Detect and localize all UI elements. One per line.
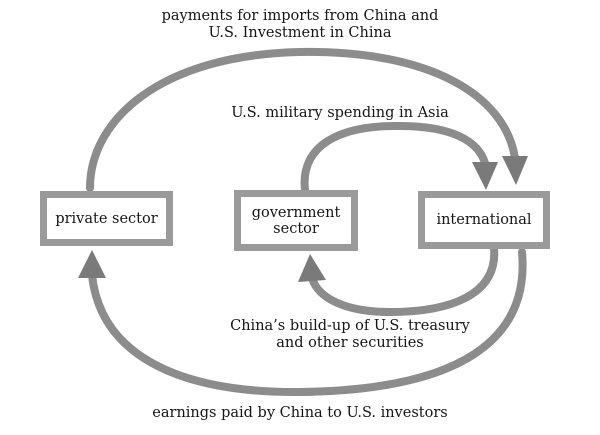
military-flow-arrow: [300, 121, 489, 194]
private-sector-box: private sector: [40, 191, 173, 246]
military-flow-label-text: U.S. military spending in Asia: [231, 105, 449, 121]
imports-flow-arrowhead: [502, 156, 528, 185]
earnings-flow-arrow: [88, 248, 527, 397]
international-label: international: [436, 212, 532, 228]
military-flow-arrowhead: [472, 162, 498, 190]
earnings-flow-label: earnings paid by China to U.S. investors: [130, 405, 470, 422]
government-sector-box: government sector: [234, 190, 358, 251]
military-flow-label: U.S. military spending in Asia: [225, 105, 455, 122]
government-sector-label-line1: government: [251, 204, 341, 221]
imports-flow-arrow: [86, 47, 519, 192]
international-box: international: [418, 191, 550, 249]
earnings-flow-label-text: earnings paid by China to U.S. investors: [152, 405, 448, 421]
treasury-flow-label-line1: China’s build-up of U.S. treasury: [230, 318, 470, 334]
imports-flow-label: payments for imports from China and U.S.…: [130, 8, 470, 42]
private-sector-label: private sector: [55, 210, 158, 227]
earnings-flow-arrowhead: [78, 250, 106, 278]
imports-flow-label-line1: payments for imports from China and: [161, 8, 439, 24]
treasury-flow-label: China’s build-up of U.S. treasury and ot…: [220, 318, 480, 352]
government-sector-label: government sector: [252, 205, 341, 237]
treasury-flow-label-line2: and other securities: [276, 335, 424, 351]
treasury-flow-arrowhead: [298, 254, 326, 282]
imports-flow-label-line2: U.S. Investment in China: [208, 25, 392, 41]
treasury-flow-arrow: [308, 244, 499, 317]
government-sector-label-line2: sector: [273, 220, 319, 237]
